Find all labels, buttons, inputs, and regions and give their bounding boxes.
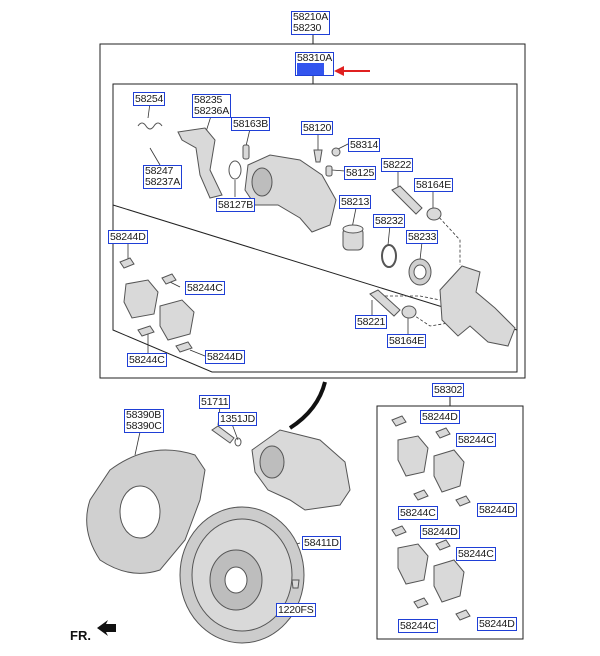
part-label-58232[interactable]: 58232 (373, 214, 406, 228)
part-label-51711[interactable]: 51711 (199, 395, 231, 409)
part-label-58310a[interactable]: 58310A (297, 52, 333, 64)
part-label-58244c-b[interactable]: 58244C (127, 353, 167, 367)
washer-part (228, 160, 242, 180)
part-label-58244d-e[interactable]: 58244D (420, 525, 460, 539)
part-label-58163b[interactable]: 58163B (231, 117, 271, 131)
part-label-58244c-f[interactable]: 58244C (398, 619, 438, 633)
part-label-58210a[interactable]: 58210A (293, 11, 329, 23)
part-label-58244d-b[interactable]: 58244D (205, 350, 245, 364)
part-label-58235[interactable]: 58235 (194, 94, 223, 106)
part-label-58390c[interactable]: 58390C (126, 420, 162, 432)
part-label-58314[interactable]: 58314 (348, 138, 381, 152)
part-label-58164e-bottom[interactable]: 58164E (387, 334, 427, 348)
part-label-58120[interactable]: 58120 (301, 121, 334, 135)
brake-pad-part (123, 279, 159, 319)
part-label-58311-highlighted[interactable]: 58311 (297, 63, 325, 75)
part-label-58127b[interactable]: 58127B (216, 198, 256, 212)
part-label-58244d-a[interactable]: 58244D (108, 230, 148, 244)
guide-pin-part (391, 185, 423, 215)
part-label-58237a[interactable]: 58237A (145, 176, 181, 188)
spring-part (137, 122, 163, 130)
part-label-58244c-d[interactable]: 58244C (398, 506, 438, 520)
part-label-58390b[interactable]: 58390B (126, 409, 162, 421)
front-arrow-icon (97, 620, 116, 636)
part-label-58230[interactable]: 58230 (293, 22, 322, 34)
lower-assembly-parts (86, 381, 471, 644)
part-label-58254[interactable]: 58254 (133, 92, 166, 106)
part-label-58164e-top[interactable]: 58164E (414, 178, 454, 192)
caliper-assembly-outer-frame (99, 43, 526, 379)
part-label-58244c-e[interactable]: 58244C (456, 547, 496, 561)
part-label-58236a[interactable]: 58236A (194, 105, 230, 117)
part-label-1351jd[interactable]: 1351JD (218, 412, 257, 426)
part-label-58233[interactable]: 58233 (406, 230, 439, 244)
part-label-58244d-f[interactable]: 58244D (477, 617, 517, 631)
bolt-part (242, 144, 250, 160)
part-label-58221[interactable]: 58221 (355, 315, 388, 329)
part-label-1220fs[interactable]: 1220FS (276, 603, 316, 617)
caliper-assembly-parts (119, 122, 516, 353)
part-label-58244d-d[interactable]: 58244D (477, 503, 517, 517)
assembly-frames (99, 34, 526, 640)
part-label-58247[interactable]: 58247 (145, 165, 174, 177)
brake-pad-part (159, 299, 195, 341)
caliper-assembly-inner-frame (112, 83, 518, 373)
part-label-58302[interactable]: 58302 (432, 383, 465, 397)
bracket-part (177, 127, 223, 199)
part-label-58125[interactable]: 58125 (344, 166, 377, 180)
brake-hose-part (288, 381, 327, 430)
part-label-58213[interactable]: 58213 (339, 195, 372, 209)
part-label-58244d-c[interactable]: 58244D (420, 410, 460, 424)
part-label-58411d[interactable]: 58411D (302, 536, 341, 550)
carrier-bracket-part (439, 265, 516, 347)
highlight-arrow (334, 66, 370, 76)
part-label-58222[interactable]: 58222 (381, 158, 414, 172)
part-label-58244c-c[interactable]: 58244C (456, 433, 496, 447)
front-direction-label: FR. (70, 628, 91, 643)
part-label-58244c-a[interactable]: 58244C (185, 281, 225, 295)
